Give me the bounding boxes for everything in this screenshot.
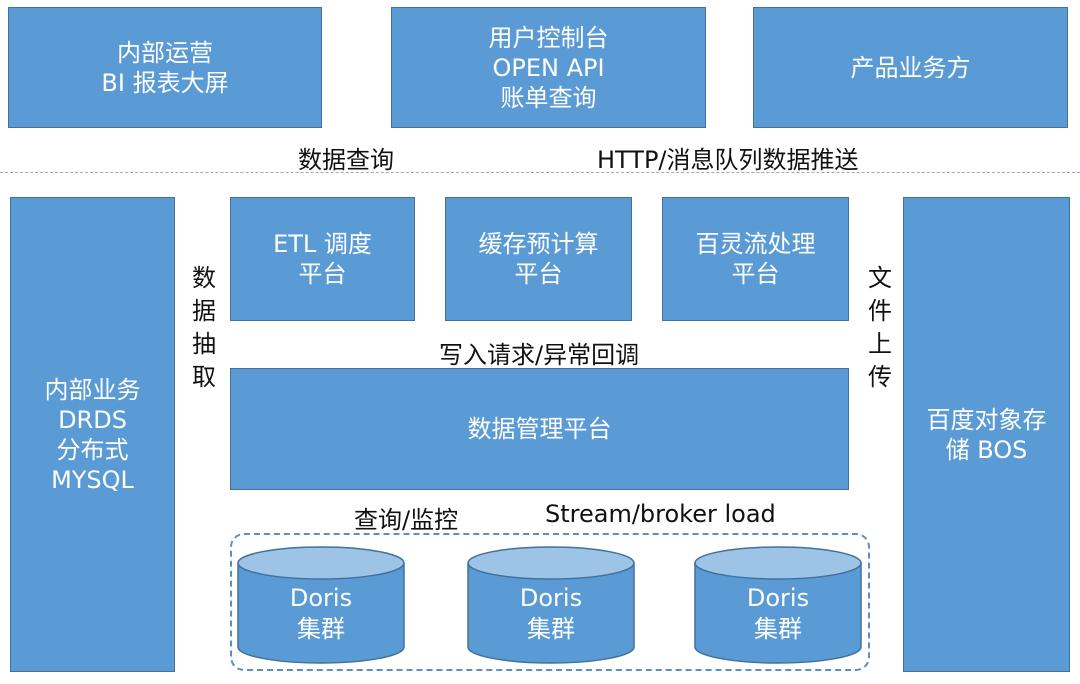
doris-cluster-3: Doris 集群 bbox=[694, 545, 862, 665]
stream-platform-line-2: 平台 bbox=[731, 260, 780, 288]
product-side-box: 产品业务方 bbox=[753, 7, 1068, 128]
etl-platform-line-2: 平台 bbox=[298, 260, 347, 288]
doris-cluster-1-name: Doris bbox=[289, 584, 353, 612]
bos-storage-box: 百度对象存 储 BOS bbox=[903, 197, 1070, 672]
etl-platform-line-1: ETL 调度 bbox=[273, 230, 372, 258]
stream-platform-line-1: 百灵流处理 bbox=[695, 230, 816, 258]
file-upload-char-3: 上 bbox=[868, 330, 892, 358]
cache-platform-line-1: 缓存预计算 bbox=[478, 230, 599, 258]
internal-mysql-line-3: 分布式 bbox=[56, 435, 129, 464]
doris-cluster-3-name: Doris bbox=[746, 584, 810, 612]
product-side-line-1: 产品业务方 bbox=[850, 53, 971, 82]
doris-cluster-2-name: Doris bbox=[519, 584, 583, 612]
doris-cluster-group bbox=[230, 533, 870, 671]
stream-load-label: Stream/broker load bbox=[545, 500, 776, 528]
user-console-line-1: 用户控制台 bbox=[488, 23, 609, 52]
file-upload-char-1: 文 bbox=[868, 264, 892, 292]
user-console-line-2: OPEN API bbox=[492, 53, 605, 82]
doris-cluster-2-type: 集群 bbox=[527, 615, 575, 643]
doris-cluster-2: Doris 集群 bbox=[467, 545, 635, 665]
data-extract-char-4: 取 bbox=[192, 363, 216, 391]
internal-mysql-box: 内部业务 DRDS 分布式 MYSQL bbox=[10, 197, 175, 672]
internal-mysql-line-4: MYSQL bbox=[51, 465, 134, 494]
data-extract-char-2: 据 bbox=[192, 297, 216, 325]
internal-ops-box: 内部运营 BI 报表大屏 bbox=[8, 7, 322, 128]
write-callback-label: 写入请求/异常回调 bbox=[439, 341, 640, 369]
bos-storage-line-1: 百度对象存 bbox=[926, 405, 1047, 434]
data-extract-char-1: 数 bbox=[192, 264, 216, 292]
file-upload-label: 文 件 上 传 bbox=[868, 262, 892, 394]
data-query-label: 数据查询 bbox=[298, 146, 394, 174]
data-mgmt-box: 数据管理平台 bbox=[230, 368, 849, 490]
layer-divider bbox=[0, 172, 1080, 173]
user-console-box: 用户控制台 OPEN API 账单查询 bbox=[391, 7, 706, 128]
doris-cluster-1: Doris 集群 bbox=[237, 545, 405, 665]
query-monitor-label: 查询/监控 bbox=[354, 506, 459, 534]
cache-platform-line-2: 平台 bbox=[514, 260, 563, 288]
internal-mysql-line-1: 内部业务 bbox=[44, 375, 141, 404]
data-extract-char-3: 抽 bbox=[192, 330, 216, 358]
bos-storage-line-2: 储 BOS bbox=[945, 435, 1028, 464]
http-push-label: HTTP/消息队列数据推送 bbox=[597, 146, 859, 174]
internal-ops-line-1: 内部运营 bbox=[117, 38, 213, 67]
doris-cluster-3-type: 集群 bbox=[754, 615, 802, 643]
user-console-line-3: 账单查询 bbox=[500, 83, 597, 112]
internal-ops-line-2: BI 报表大屏 bbox=[101, 68, 229, 97]
stream-platform-box: 百灵流处理 平台 bbox=[662, 197, 849, 321]
internal-mysql-line-2: DRDS bbox=[58, 405, 127, 434]
data-extract-label: 数 据 抽 取 bbox=[192, 262, 216, 394]
cache-platform-box: 缓存预计算 平台 bbox=[445, 197, 632, 321]
doris-cluster-1-type: 集群 bbox=[297, 615, 345, 643]
data-mgmt-label: 数据管理平台 bbox=[467, 415, 612, 443]
etl-platform-box: ETL 调度 平台 bbox=[230, 197, 415, 321]
file-upload-char-4: 传 bbox=[868, 363, 892, 391]
file-upload-char-2: 件 bbox=[868, 297, 892, 325]
